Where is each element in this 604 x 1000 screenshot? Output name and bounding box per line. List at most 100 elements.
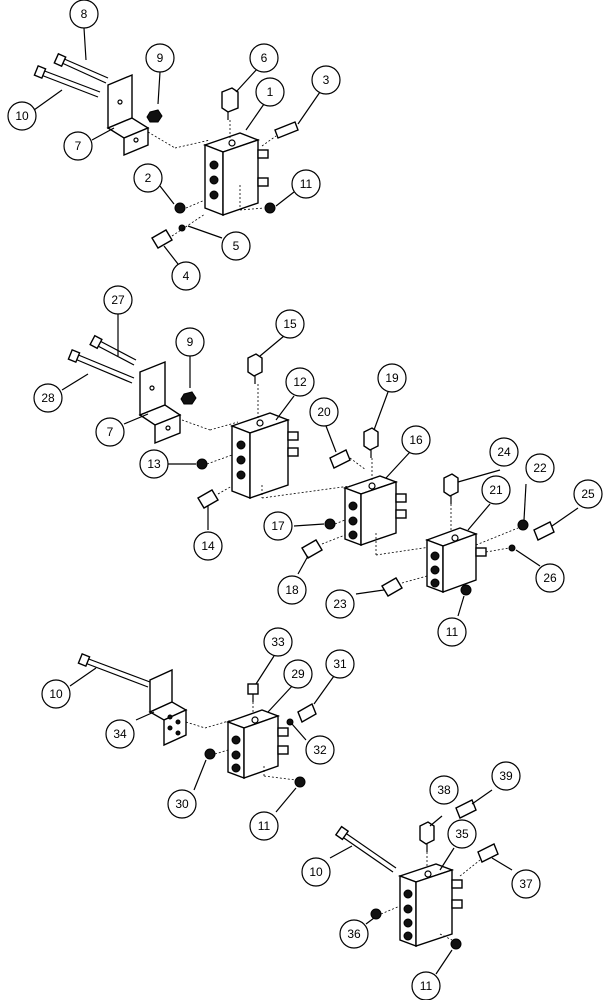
assembly-group-2 — [67, 334, 555, 597]
callout-5: 5 — [221, 231, 251, 261]
callout-26: 26 — [535, 563, 565, 593]
fitting-20 — [329, 449, 351, 469]
svg-text:20: 20 — [317, 405, 331, 419]
callout-21: 21 — [481, 475, 511, 505]
svg-text:12: 12 — [293, 375, 307, 389]
callout-18: 18 — [277, 575, 307, 605]
divider-block-35 — [397, 863, 463, 948]
callout-6: 6 — [249, 43, 279, 73]
callout-34: 34 — [105, 719, 135, 749]
callout-10: 10 — [7, 101, 37, 131]
fitting-15 — [247, 353, 263, 384]
callout-leaders — [33, 27, 579, 975]
callout-7: 7 — [63, 131, 93, 161]
assembly-group-4 — [334, 799, 499, 950]
divider-block-12 — [229, 412, 299, 500]
svg-text:11: 11 — [446, 625, 459, 639]
svg-text:25: 25 — [581, 487, 595, 501]
callout-11-a: 11 — [291, 169, 321, 199]
svg-text:21: 21 — [489, 483, 503, 497]
fitting-25 — [533, 521, 555, 541]
fitting-24 — [443, 473, 459, 504]
callout-1: 1 — [255, 77, 285, 107]
callout-16: 16 — [401, 425, 431, 455]
svg-text:9: 9 — [187, 335, 194, 349]
divider-block-29 — [225, 709, 289, 780]
svg-text:31: 31 — [333, 657, 347, 671]
bolt-28 — [67, 348, 135, 384]
fitting-31 — [297, 702, 317, 724]
fitting-37 — [477, 843, 499, 863]
svg-text:7: 7 — [107, 425, 114, 439]
divider-block-16 — [342, 475, 407, 547]
callout-32: 32 — [305, 735, 335, 765]
callout-2: 2 — [133, 163, 163, 193]
svg-text:15: 15 — [283, 317, 297, 331]
svg-text:30: 30 — [175, 797, 189, 811]
svg-text:22: 22 — [533, 461, 547, 475]
fitting-3 — [274, 121, 299, 139]
callout-19: 19 — [377, 363, 407, 393]
fitting-39 — [455, 799, 477, 819]
callout-9-b: 9 — [175, 327, 205, 357]
callout-24: 24 — [489, 437, 519, 467]
callout-10-d: 10 — [301, 857, 331, 887]
svg-text:23: 23 — [333, 597, 347, 611]
callout-13: 13 — [139, 449, 169, 479]
callout-11-b: 11 — [437, 617, 467, 647]
svg-text:10: 10 — [49, 687, 63, 701]
fitting-6 — [221, 87, 239, 120]
svg-text:38: 38 — [437, 783, 451, 797]
nut-2 — [174, 202, 186, 214]
washer-32 — [286, 718, 294, 726]
callout-28: 28 — [33, 383, 63, 413]
callout-17: 17 — [263, 511, 293, 541]
callout-29: 29 — [283, 659, 313, 689]
washer-26 — [508, 544, 516, 552]
callout-20: 20 — [309, 397, 339, 427]
callout-36: 36 — [339, 919, 369, 949]
callout-33: 33 — [263, 627, 293, 657]
bracket-7 — [106, 73, 150, 157]
callout-7-b: 7 — [95, 417, 125, 447]
nut-11-c — [294, 776, 306, 788]
svg-text:3: 3 — [323, 73, 330, 87]
callout-23: 23 — [325, 589, 355, 619]
svg-text:27: 27 — [111, 293, 125, 307]
svg-text:33: 33 — [271, 635, 285, 649]
nut-17 — [324, 518, 336, 530]
callout-4: 4 — [171, 261, 201, 291]
nut-9-b — [180, 391, 197, 405]
callout-35: 35 — [447, 819, 477, 849]
svg-text:26: 26 — [543, 571, 557, 585]
svg-text:35: 35 — [455, 827, 469, 841]
nut-11-b — [460, 584, 472, 596]
callouts: 8 9 6 3 1 10 7 2 11 5 4 27 9 15 28 12 19… — [7, 0, 603, 1000]
svg-text:5: 5 — [233, 239, 240, 253]
callout-15: 15 — [275, 309, 305, 339]
svg-text:34: 34 — [113, 727, 127, 741]
nut-11-d — [450, 938, 462, 950]
svg-text:19: 19 — [385, 371, 399, 385]
nut-30 — [204, 748, 216, 760]
svg-text:11: 11 — [258, 819, 271, 833]
callout-38: 38 — [429, 775, 459, 805]
callout-30: 30 — [167, 789, 197, 819]
svg-text:29: 29 — [291, 667, 305, 681]
plug-23 — [381, 577, 403, 597]
nut-36 — [370, 908, 382, 920]
svg-text:16: 16 — [409, 433, 423, 447]
divider-block-21 — [424, 527, 487, 594]
callout-22: 22 — [525, 453, 555, 483]
svg-text:28: 28 — [41, 391, 55, 405]
svg-text:8: 8 — [81, 7, 88, 21]
fitting-33 — [247, 683, 259, 702]
svg-text:18: 18 — [285, 583, 299, 597]
bolt-10 — [33, 64, 101, 98]
nut-13 — [196, 458, 208, 470]
svg-text:10: 10 — [15, 109, 29, 123]
plug-18 — [301, 539, 323, 559]
callout-37: 37 — [511, 869, 541, 899]
svg-text:7: 7 — [75, 139, 82, 153]
